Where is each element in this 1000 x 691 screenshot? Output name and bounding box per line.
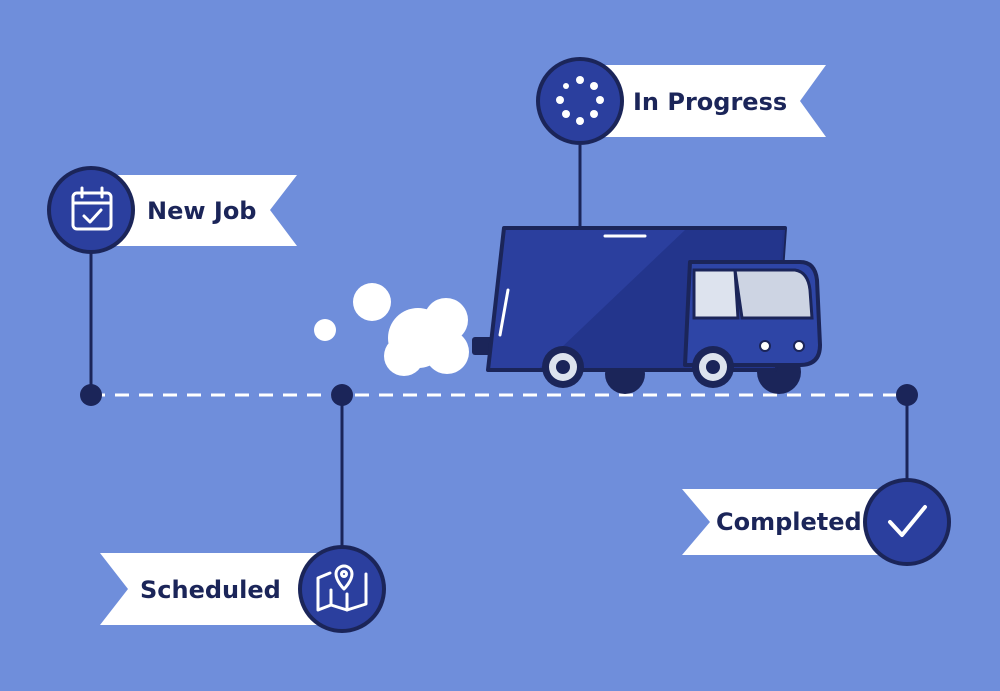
stage-label-new-job: New Job bbox=[147, 197, 257, 225]
in-progress-badge bbox=[536, 57, 624, 145]
completed-badge bbox=[863, 478, 951, 566]
stage-label-completed: Completed bbox=[716, 508, 862, 536]
stage-new-job: New Job bbox=[47, 166, 297, 254]
new-job-badge bbox=[47, 166, 135, 254]
timeline-node-scheduled bbox=[331, 384, 353, 406]
timeline-node-new-job bbox=[80, 384, 102, 406]
delivery-truck bbox=[472, 226, 822, 394]
ribbon-completed bbox=[682, 489, 910, 555]
timeline-node-completed bbox=[896, 384, 918, 406]
ribbon-scheduled bbox=[100, 553, 340, 625]
ribbon-in-progress bbox=[590, 65, 826, 137]
calendar-check-icon bbox=[71, 186, 113, 231]
exhaust-smoke bbox=[314, 283, 469, 376]
stage-label-scheduled: Scheduled bbox=[140, 576, 281, 604]
ribbon-new-job bbox=[100, 175, 297, 246]
stage-in-progress: In Progress bbox=[536, 57, 826, 145]
stage-scheduled: Scheduled bbox=[100, 545, 386, 633]
checkmark-icon bbox=[888, 505, 927, 537]
loading-spinner-icon bbox=[556, 76, 604, 125]
map-pin-icon bbox=[316, 564, 368, 612]
stage-completed: Completed bbox=[682, 478, 951, 566]
stage-label-in-progress: In Progress bbox=[633, 88, 787, 116]
